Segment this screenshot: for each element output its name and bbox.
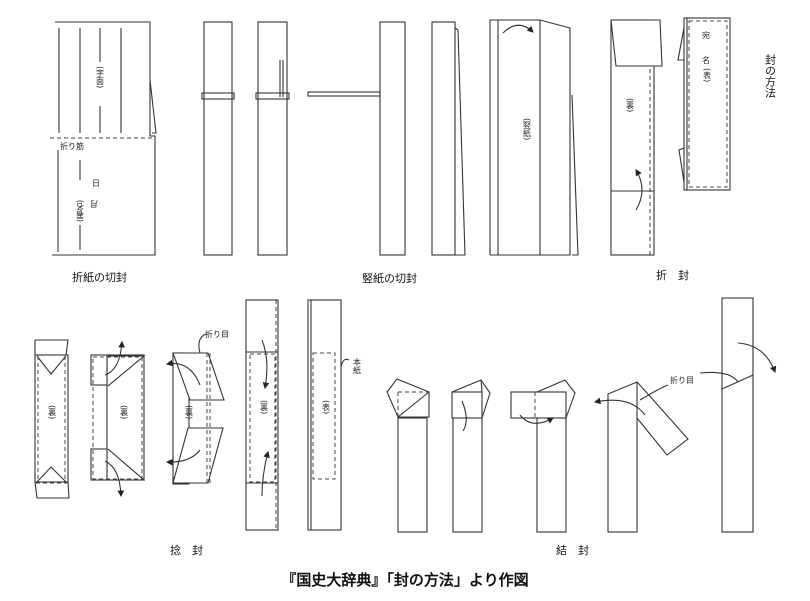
origami-kirifu-figure <box>50 21 157 256</box>
label-hi: 日 <box>92 179 100 188</box>
label-omote-hinerifu: (表) <box>322 400 331 414</box>
label-ura-1: (裏) <box>48 405 57 419</box>
tategami-kirifu-figures <box>201 19 579 256</box>
label-shomei: (署名) <box>76 200 85 222</box>
label-atena-2: 名 <box>702 55 710 65</box>
method-title: 封の方法 <box>764 53 777 98</box>
label-orime-hinerifu: 折り目 <box>205 329 229 339</box>
section-label-tategami-kirifu: 竪紙の切封 <box>362 271 417 285</box>
hinerifu-figures <box>34 299 350 531</box>
section-label-hinerifu: 捻 封 <box>170 543 203 557</box>
label-omote-orifu: (表) <box>703 68 712 82</box>
caption: 『国史大辞典』「封の方法」より作図 <box>281 571 528 589</box>
label-orisuji: 折り筋 <box>60 141 84 151</box>
label-tategami: (竪紙) <box>523 118 532 140</box>
label-orime-musubifu: 折り目 <box>670 375 694 385</box>
musubifu-figures <box>386 297 777 533</box>
label-ura-4: (裏) <box>260 400 269 414</box>
section-label-origami-kirifu: 折紙の切封 <box>72 270 127 284</box>
label-honshi: 本紙 <box>353 357 362 375</box>
label-jimen: (字面) <box>96 66 105 88</box>
orifu-figures <box>610 17 731 256</box>
label-ura-2: (裏) <box>120 405 129 419</box>
label-tsuki: 月 <box>90 199 98 208</box>
label-atena-1: 宛 <box>702 30 710 40</box>
label-ura-orifu: (裏) <box>626 98 635 112</box>
section-label-orifu: 折 封 <box>656 268 689 282</box>
section-label-musubifu: 結 封 <box>556 543 589 557</box>
label-ura-3: (裏) <box>185 405 194 419</box>
